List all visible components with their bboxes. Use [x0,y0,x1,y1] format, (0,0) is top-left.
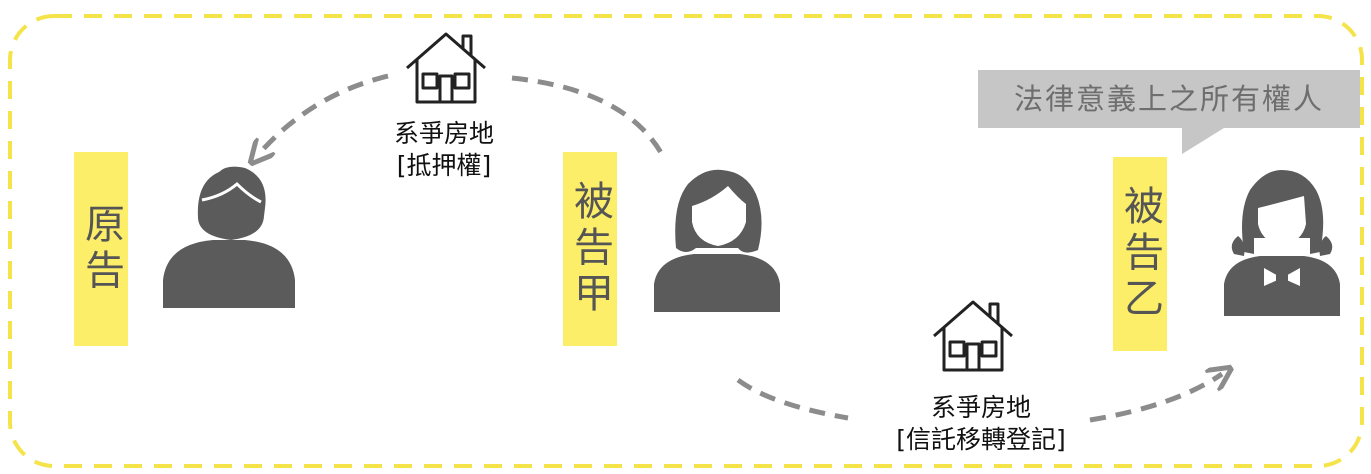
plaintiff-label: 原告 [74,152,128,346]
trust-arrow-right [1089,374,1222,423]
mortgage-caption: 系爭房地 [抵押權] [364,118,524,182]
house-icon [406,32,486,104]
defendant-b-label: 被告乙 [1113,157,1167,351]
callout-tail [1182,128,1224,154]
trust-caption-line1: 系爭房地 [930,393,1031,422]
mortgage-arrow-right [511,75,667,160]
mortgage-caption-line1: 系爭房地 [393,119,494,148]
female-bowtie-person-icon [1224,170,1340,316]
house-icon [933,300,1013,372]
mortgage-arrow-left [258,73,389,155]
mortgage-caption-line2: [抵押權] [396,151,492,180]
trust-arrow-left [736,377,849,421]
trust-caption: 系爭房地 [信託移轉登記] [856,392,1106,456]
female-person-icon [654,169,780,312]
male-person-icon [163,166,295,308]
owner-callout: 法律意義上之所有權人 [978,70,1360,128]
trust-caption-line2: [信託移轉登記] [896,425,1066,454]
defendant-a-label: 被告甲 [563,152,617,346]
